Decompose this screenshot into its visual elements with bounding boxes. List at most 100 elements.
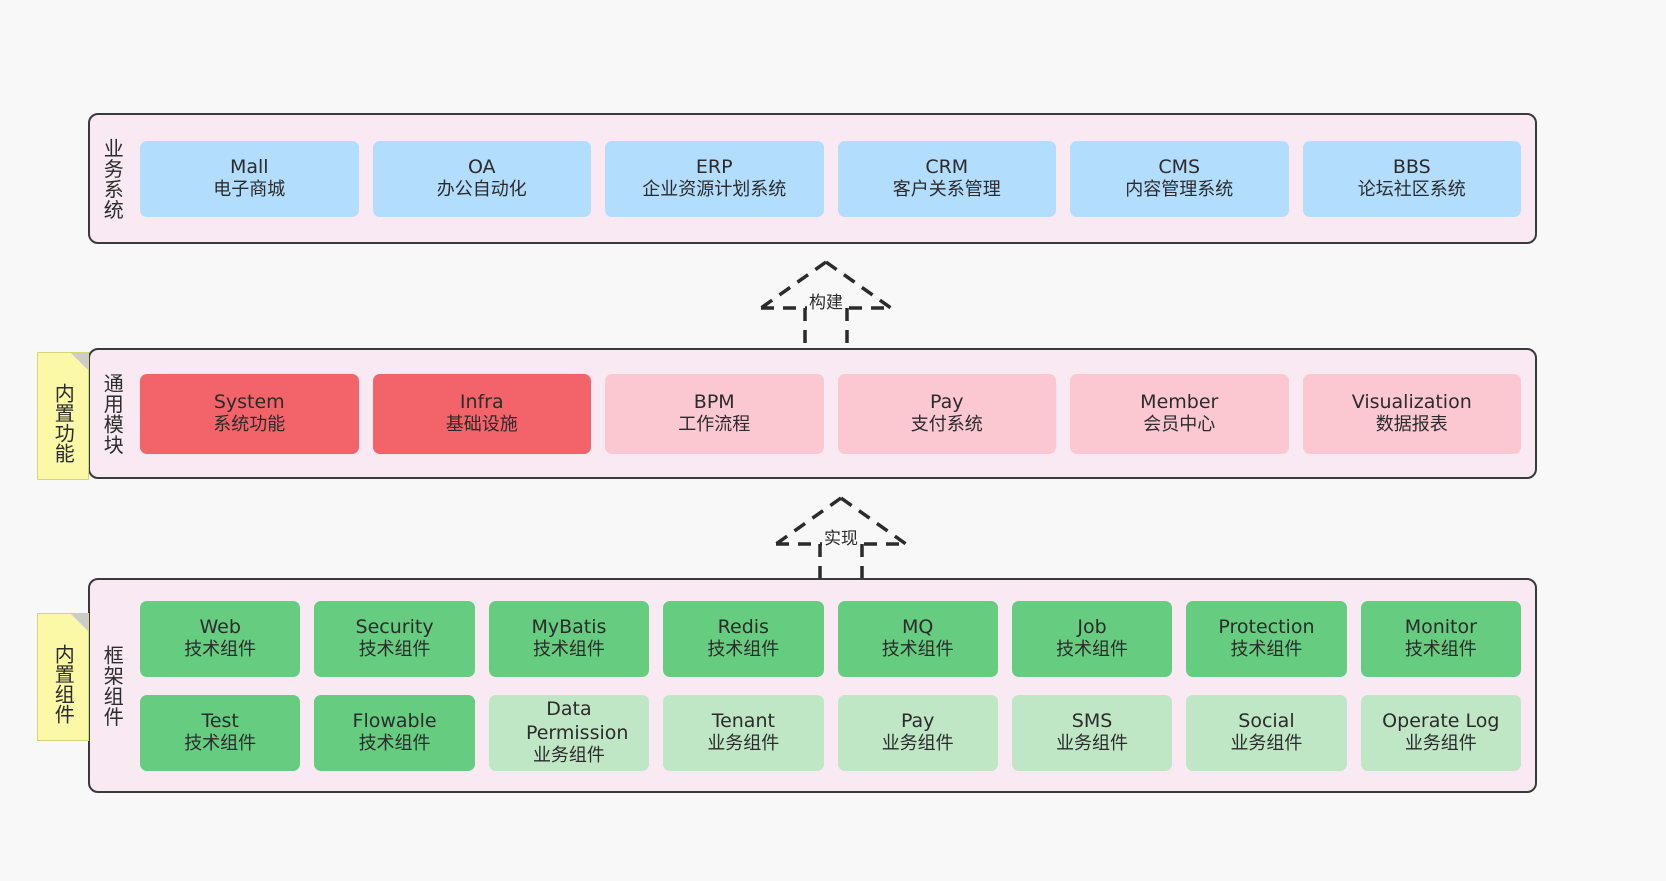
card-title: Protection xyxy=(1218,615,1315,638)
card-title: ERP xyxy=(695,155,733,178)
card-mall[interactable]: Mall 电子商城 xyxy=(140,140,359,217)
card-oa[interactable]: OA 办公自动化 xyxy=(372,140,591,217)
card-subtitle: 技术组件 xyxy=(1056,639,1129,661)
layer-title-business: 业务系统 xyxy=(100,137,125,220)
card-subtitle: 技术组件 xyxy=(532,639,605,661)
note-fold-corner xyxy=(71,353,88,370)
card-security[interactable]: Security 技术组件 xyxy=(314,600,475,677)
card-title: Visualization xyxy=(1351,390,1472,413)
card-pay[interactable]: Pay 支付系统 xyxy=(837,373,1056,454)
card-title: Security xyxy=(355,615,434,638)
card-subtitle: 工作流程 xyxy=(678,414,751,436)
card-job[interactable]: Job 技术组件 xyxy=(1011,600,1173,677)
framework-row-biz: Test 技术组件 Flowable 技术组件 Data Permission … xyxy=(140,694,1521,771)
card-tenant[interactable]: Tenant 业务组件 xyxy=(663,694,824,771)
module-cards: System 系统功能 Infra 基础设施 BPM 工作流程 Pay 支付系统… xyxy=(134,350,1535,477)
card-redis[interactable]: Redis 技术组件 xyxy=(663,600,824,677)
card-title: CRM xyxy=(925,155,969,178)
business-row: Mall 电子商城 OA 办公自动化 ERP 企业资源计划系统 CRM 客户关系… xyxy=(140,140,1521,217)
card-title: MQ xyxy=(902,615,934,638)
card-subtitle: 系统功能 xyxy=(213,414,286,436)
layer-framework-components: 框架组件 Web 技术组件 Security 技术组件 MyBatis 技术组件… xyxy=(88,578,1537,793)
note-builtin-components: 内置组件 xyxy=(37,613,89,741)
card-subtitle: 技术组件 xyxy=(358,639,431,661)
card-title: Data Permission xyxy=(525,698,629,744)
note-builtin-features: 内置功能 xyxy=(37,352,89,480)
card-web[interactable]: Web 技术组件 xyxy=(140,600,301,677)
card-title: OA xyxy=(467,155,496,178)
card-subtitle: 业务组件 xyxy=(1056,733,1129,755)
note-builtin-features-label: 内置功能 xyxy=(51,383,76,463)
card-subtitle: 业务组件 xyxy=(532,744,605,766)
layer-common-modules: 通用模块 System 系统功能 Infra 基础设施 BPM 工作流程 Pay… xyxy=(88,348,1537,479)
card-cms[interactable]: CMS 内容管理系统 xyxy=(1070,140,1289,217)
card-title: System xyxy=(213,390,285,413)
card-pay-component[interactable]: Pay 业务组件 xyxy=(837,694,998,771)
card-subtitle: 技术组件 xyxy=(881,639,954,661)
card-subtitle: 会员中心 xyxy=(1143,414,1216,436)
card-subtitle: 内容管理系统 xyxy=(1125,179,1234,201)
layer-title-framework: 框架组件 xyxy=(100,644,125,727)
card-title: Redis xyxy=(717,615,769,638)
card-mq[interactable]: MQ 技术组件 xyxy=(837,600,998,677)
card-title: CMS xyxy=(1158,155,1201,178)
card-title: BBS xyxy=(1392,155,1431,178)
module-row: System 系统功能 Infra 基础设施 BPM 工作流程 Pay 支付系统… xyxy=(140,373,1521,454)
card-title: Web xyxy=(199,615,241,638)
card-title: BPM xyxy=(693,390,735,413)
card-subtitle: 业务组件 xyxy=(1404,733,1477,755)
card-subtitle: 技术组件 xyxy=(358,733,431,755)
card-title: Tenant xyxy=(711,709,775,732)
card-title: Job xyxy=(1077,615,1107,638)
generalization-arrow-icon xyxy=(759,260,893,352)
card-subtitle: 论坛社区系统 xyxy=(1357,179,1466,201)
business-cards: Mall 电子商城 OA 办公自动化 ERP 企业资源计划系统 CRM 客户关系… xyxy=(134,115,1535,242)
card-bpm[interactable]: BPM 工作流程 xyxy=(605,373,824,454)
card-subtitle: 业务组件 xyxy=(707,733,780,755)
card-monitor[interactable]: Monitor 技术组件 xyxy=(1360,600,1521,677)
note-fold-corner xyxy=(71,614,88,631)
card-title: Test xyxy=(201,709,239,732)
card-data-permission[interactable]: Data Permission 业务组件 xyxy=(488,694,650,771)
card-title: Pay xyxy=(900,709,935,732)
card-subtitle: 业务组件 xyxy=(881,733,954,755)
card-subtitle: 企业资源计划系统 xyxy=(642,179,787,201)
framework-cards: Web 技术组件 Security 技术组件 MyBatis 技术组件 Redi… xyxy=(134,580,1535,791)
card-bbs[interactable]: BBS 论坛社区系统 xyxy=(1302,140,1521,217)
card-title: MyBatis xyxy=(531,615,607,638)
card-title: Monitor xyxy=(1404,615,1477,638)
card-mybatis[interactable]: MyBatis 技术组件 xyxy=(488,600,650,677)
card-sms[interactable]: SMS 业务组件 xyxy=(1011,694,1173,771)
card-visualization[interactable]: Visualization 数据报表 xyxy=(1302,373,1521,454)
card-subtitle: 支付系统 xyxy=(910,414,983,436)
card-subtitle: 技术组件 xyxy=(184,639,257,661)
card-erp[interactable]: ERP 企业资源计划系统 xyxy=(605,140,824,217)
card-title: Mall xyxy=(229,155,269,178)
card-subtitle: 技术组件 xyxy=(184,733,257,755)
card-title: SMS xyxy=(1071,709,1113,732)
framework-row-tech: Web 技术组件 Security 技术组件 MyBatis 技术组件 Redi… xyxy=(140,600,1521,677)
card-title: Member xyxy=(1140,390,1219,413)
card-system[interactable]: System 系统功能 xyxy=(140,373,359,454)
connector-build-label: 构建 xyxy=(807,288,845,313)
card-member[interactable]: Member 会员中心 xyxy=(1070,373,1289,454)
connector-implement-label: 实现 xyxy=(822,524,860,549)
card-flowable[interactable]: Flowable 技术组件 xyxy=(314,694,475,771)
card-subtitle: 办公自动化 xyxy=(436,179,527,201)
card-title: Social xyxy=(1238,709,1295,732)
card-social[interactable]: Social 业务组件 xyxy=(1186,694,1347,771)
card-subtitle: 技术组件 xyxy=(1230,639,1303,661)
card-title: Operate Log xyxy=(1382,709,1500,732)
layer-title-modules: 通用模块 xyxy=(100,372,125,455)
card-crm[interactable]: CRM 客户关系管理 xyxy=(837,140,1056,217)
connector-implement: 实现 xyxy=(766,492,916,588)
card-subtitle: 技术组件 xyxy=(1404,639,1477,661)
connector-build: 构建 xyxy=(751,256,901,352)
card-test[interactable]: Test 技术组件 xyxy=(140,694,301,771)
card-infra[interactable]: Infra 基础设施 xyxy=(372,373,591,454)
card-subtitle: 电子商城 xyxy=(213,179,286,201)
card-operate-log[interactable]: Operate Log 业务组件 xyxy=(1360,694,1521,771)
card-subtitle: 业务组件 xyxy=(1230,733,1303,755)
card-protection[interactable]: Protection 技术组件 xyxy=(1186,600,1347,677)
